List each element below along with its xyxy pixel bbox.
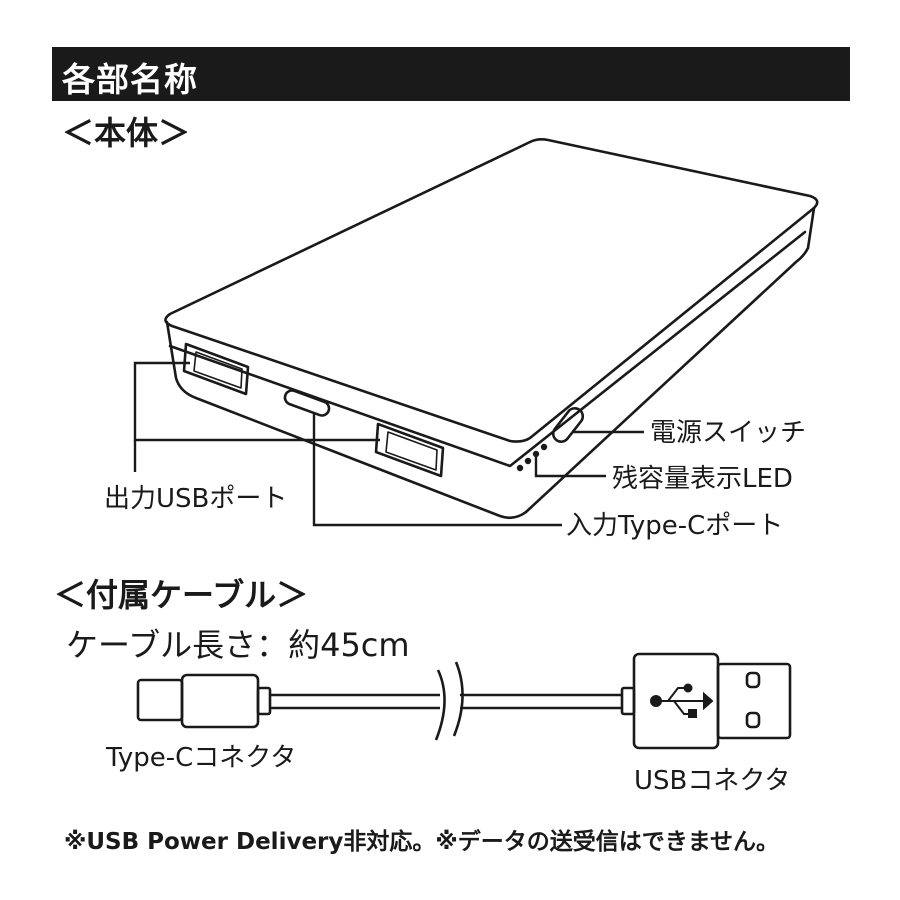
label-usb-connector: USBコネクタ: [634, 766, 791, 796]
powerbank-side-right: [524, 206, 816, 514]
powerbank-top-face: [164, 138, 819, 443]
typec-plug-body: [180, 673, 260, 729]
cable-diagram: [136, 652, 792, 750]
typec-plug-tip: [136, 678, 184, 722]
header-bar: 各部名称: [52, 47, 850, 101]
leader-lines: [133, 361, 644, 527]
label-power-switch: 電源スイッチ: [650, 418, 807, 448]
power-switch: [551, 407, 585, 443]
usb-plug-tip: [716, 662, 792, 740]
footer-note: ※USB Power Delivery非対応。※データの送受信はできません。: [64, 829, 780, 855]
cable-length-text: ケーブル長さ：約45cm: [66, 626, 410, 664]
label-input-typec: 入力Type-Cポート: [566, 511, 784, 541]
label-typec-connector: Type-Cコネクタ: [106, 743, 297, 773]
break-mark-icon: [434, 669, 446, 741]
label-battery-led: 残容量表示LED: [612, 464, 793, 494]
body-section-heading: ＜本体＞: [62, 114, 191, 152]
usb-port-right: [374, 422, 445, 478]
powerbank-seam: [168, 230, 807, 468]
typec-port: [283, 389, 331, 417]
label-output-usb: 出力USBポート: [104, 484, 288, 514]
powerbank-side-left: [165, 320, 528, 520]
cable-section-heading: ＜付属ケーブル＞: [54, 576, 309, 614]
page-title: 各部名称: [62, 60, 198, 99]
usb-trident-icon: [650, 683, 714, 718]
